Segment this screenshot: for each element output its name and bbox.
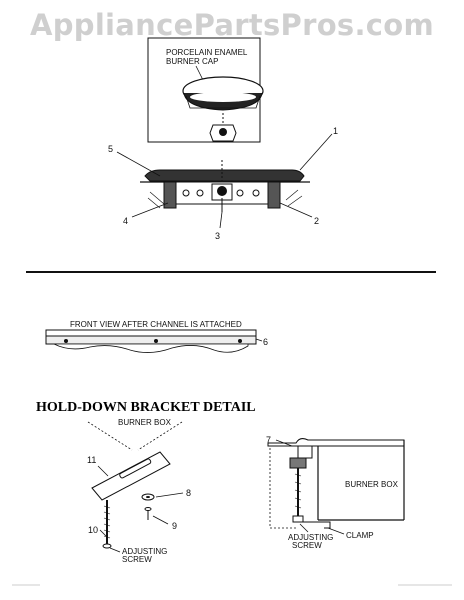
callout-6: 6 <box>263 337 268 347</box>
bracket-detail-heading: HOLD-DOWN BRACKET DETAIL <box>36 400 256 415</box>
callout-5: 5 <box>108 144 113 154</box>
callout-10: 10 <box>88 525 98 535</box>
callout-8: 8 <box>186 488 191 498</box>
adjusting-screw-label-left-2: SCREW <box>122 555 152 564</box>
burner-assembly: 1 2 3 4 5 <box>108 126 338 241</box>
adjusting-screw-label-left-1: ADJUSTING <box>122 547 167 556</box>
front-view-caption: FRONT VIEW AFTER CHANNEL IS ATTACHED <box>70 320 242 329</box>
clamp-label: CLAMP <box>346 531 374 540</box>
callout-3: 3 <box>215 231 220 241</box>
burner-box-label-right: BURNER BOX <box>345 480 399 489</box>
callout-4: 4 <box>123 216 128 226</box>
adjusting-screw-label-right-2: SCREW <box>292 541 322 550</box>
adjusting-screw-label-right-1: ADJUSTING <box>288 533 333 542</box>
callout-11: 11 <box>87 455 96 465</box>
callout-9: 9 <box>172 521 177 531</box>
callout-1: 1 <box>333 126 338 136</box>
cap-label-line2: BURNER CAP <box>166 57 218 66</box>
front-view: FRONT VIEW AFTER CHANNEL IS ATTACHED 6 <box>45 320 268 353</box>
callout-2: 2 <box>314 216 319 226</box>
side-view: 7 BURNER BOX ADJUSTING SCREW CLAMP <box>266 435 405 550</box>
watermark: AppliancePartsPros.com <box>29 8 435 42</box>
callout-7: 7 <box>266 435 271 445</box>
bracket-detail: BURNER BOX 11 8 9 10 ADJUSTING SCREW <box>87 418 191 564</box>
cap-label-line1: PORCELAIN ENAMEL <box>166 48 248 57</box>
burner-box-label-left: BURNER BOX <box>118 418 172 427</box>
burner-cap-inset: PORCELAIN ENAMEL BURNER CAP <box>147 37 264 143</box>
